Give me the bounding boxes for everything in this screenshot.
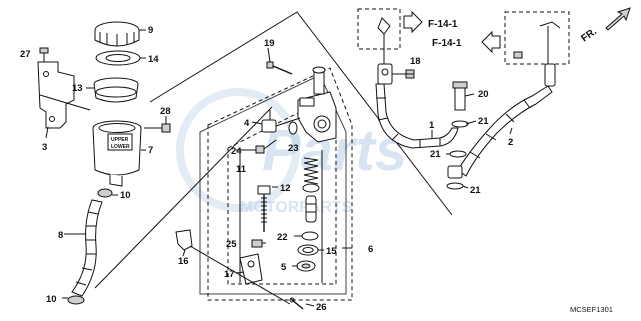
- brake-hose-1: [375, 83, 459, 149]
- callout-7: 7: [148, 145, 153, 156]
- callout-15: 15: [326, 246, 337, 257]
- assembly-frames: [94, 11, 453, 301]
- callout-2: 2: [508, 137, 513, 148]
- reservoir-7: UPPER LOWER: [92, 120, 142, 187]
- callout-20: 20: [478, 89, 489, 100]
- hose-8: [71, 199, 103, 297]
- bolt-28: [144, 123, 171, 133]
- callout-27: 27: [20, 49, 31, 60]
- brake-hose-2: [447, 63, 556, 179]
- cup-lower-mark: LOWER: [111, 144, 130, 150]
- callout-24: 24: [231, 146, 242, 157]
- callout-18: 18: [410, 56, 421, 67]
- cup-upper-mark: UPPER: [111, 137, 129, 143]
- callout-22: 22: [277, 232, 288, 243]
- washer-22: [301, 231, 319, 241]
- cap-plate-14: [95, 50, 141, 66]
- callout-8: 8: [58, 230, 63, 241]
- bolt-27: [39, 47, 49, 62]
- piston: [305, 195, 317, 223]
- reservoir-cap-9: [94, 21, 140, 47]
- clamp-10-upper: [97, 188, 113, 198]
- joint-17: [239, 253, 263, 285]
- callout-26: 26: [316, 302, 327, 313]
- callout-6: 6: [368, 244, 373, 255]
- nut-25: [251, 239, 263, 248]
- callout-28: 28: [160, 106, 171, 117]
- clamp-10-lower: [67, 295, 85, 305]
- callout-25: 25: [226, 239, 237, 250]
- bolt-19: [266, 61, 293, 75]
- reference-box-left: F-14-1: [357, 8, 458, 64]
- callout-10-lower: 10: [46, 294, 57, 305]
- callout-3: 3: [42, 142, 47, 153]
- callout-13: 13: [72, 83, 83, 94]
- callout-21-lower: 21: [470, 185, 481, 196]
- callout-12: 12: [280, 183, 291, 194]
- reference-f-14-1-right: F-14-1: [432, 38, 462, 49]
- bracket-3: [37, 61, 91, 129]
- diagram-code: MCSEF1301: [570, 305, 613, 314]
- callout-11: 11: [236, 164, 247, 175]
- callout-9: 9: [148, 25, 153, 36]
- master-cylinder-body: [297, 66, 337, 143]
- callout-5: 5: [281, 262, 287, 273]
- callout-10-upper: 10: [120, 190, 131, 201]
- callout-numbers: 9 27 14 13 28 3 7 10 8 10 19 4 24 23 11 …: [20, 25, 513, 313]
- callout-4: 4: [244, 118, 250, 129]
- cotter-pin-26: [289, 297, 304, 310]
- boot-15: [297, 244, 319, 256]
- clip-16: [175, 229, 193, 251]
- front-direction-arrow: FR.: [579, 7, 631, 44]
- circlip-5: [296, 260, 316, 272]
- sealing-washers-21: [446, 120, 469, 190]
- diaphragm-13: [93, 77, 139, 103]
- joint-4: [261, 110, 301, 133]
- banjo-bolt-20: [452, 81, 468, 111]
- reference-box-right: F-14-1: [432, 11, 570, 65]
- watermark: Parts MOTORPARTS: [176, 88, 407, 216]
- leader-lines: [45, 29, 513, 307]
- front-direction-label: FR.: [579, 26, 599, 44]
- callout-21-upper: 21: [478, 116, 489, 127]
- callout-21-middle: 21: [430, 149, 441, 160]
- push-rod-11: [257, 185, 271, 232]
- callout-16: 16: [178, 256, 189, 267]
- watermark-subtitle: MOTORPARTS: [240, 199, 353, 216]
- o-ring-23: [288, 121, 298, 135]
- callout-19: 19: [264, 38, 275, 49]
- spring-12: [302, 157, 320, 193]
- callout-17: 17: [224, 269, 235, 280]
- callout-14: 14: [148, 54, 159, 65]
- callout-1: 1: [429, 120, 435, 131]
- reference-f-14-1-top: F-14-1: [428, 19, 458, 30]
- callout-23: 23: [288, 143, 299, 154]
